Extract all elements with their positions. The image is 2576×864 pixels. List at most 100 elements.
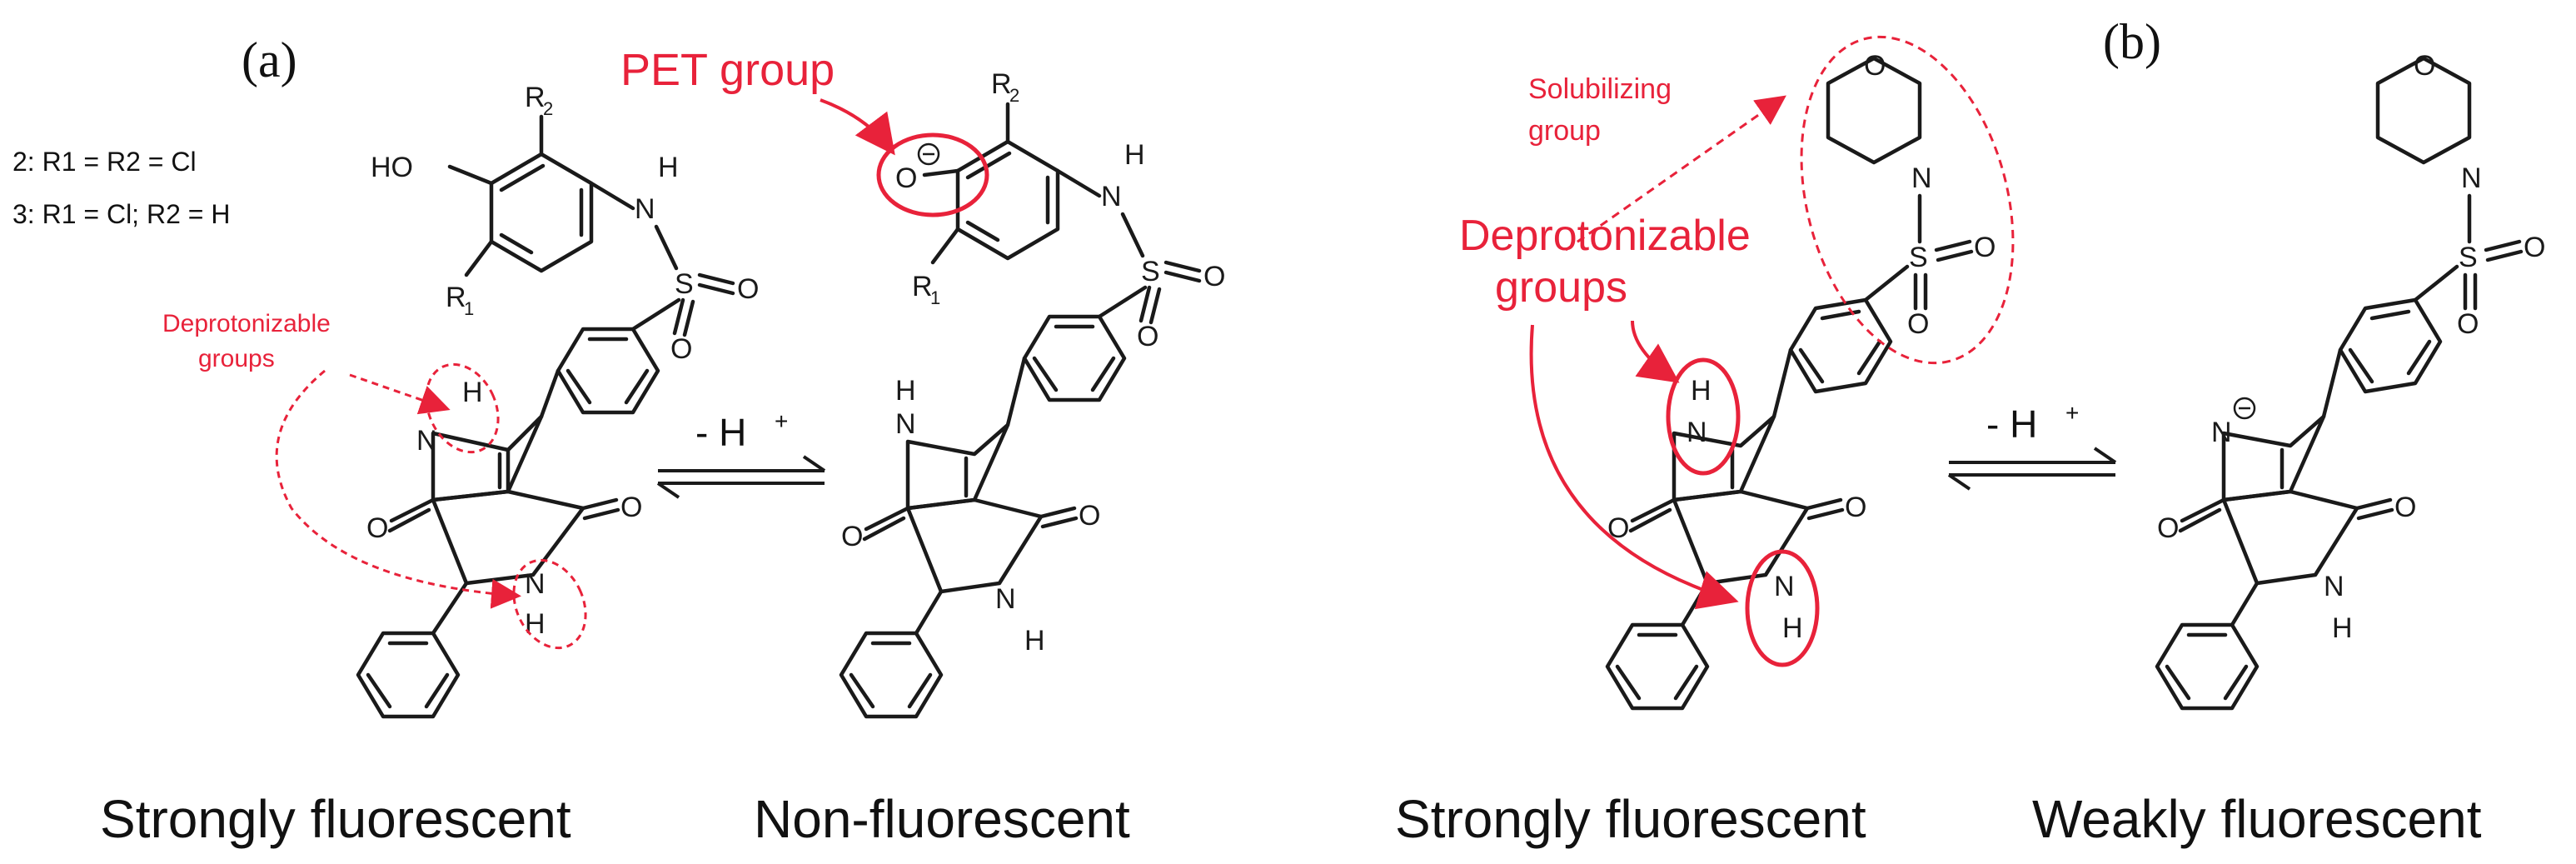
pet-arrow (820, 98, 895, 156)
solub-line2: group (1528, 115, 1601, 147)
so4-o1-label: O (2524, 232, 2545, 263)
morph-o-label: O (1864, 50, 1886, 82)
so3-o2-label: O (1907, 308, 1929, 340)
so2-o1-label: O (1203, 261, 1225, 292)
aryl-ring-2 (1022, 314, 1127, 402)
deprot-ellipse-2 (512, 558, 587, 650)
r2b-label: R (991, 68, 1012, 100)
deprot-b-line1: Deprotonizable (1459, 212, 1751, 260)
molecule-b-right: O N S O O O O N N (2155, 50, 2545, 711)
deprot-arrow-b2 (1529, 324, 1739, 610)
solub-arrow (1565, 95, 1786, 252)
morph-n-label: N (1911, 162, 1932, 194)
caption-b-right: Weakly fluorescent (2032, 789, 2482, 849)
dpp3-n1-label: N (1687, 417, 1707, 448)
co4-o2-label: O (2394, 492, 2416, 523)
dpp-n2-label: N (525, 568, 546, 600)
dpp-core-2 (862, 422, 1079, 636)
dpp-core-3 (1628, 414, 1845, 627)
r1-sub: 1 (464, 298, 474, 319)
dpp3-h1-label: H (1691, 375, 1712, 407)
ho-label: HO (371, 152, 413, 183)
r1b-sub: 1 (930, 287, 940, 308)
morpholine-ring (1826, 56, 1922, 165)
aryl-ring (556, 327, 660, 415)
deprot-arrow-short (349, 373, 451, 415)
deprot-circle-b2 (1745, 549, 1820, 667)
sulfur-label: S (675, 268, 694, 300)
eq-b-sup: + (2065, 400, 2079, 426)
dpp4-h2-label: H (2332, 612, 2353, 644)
so4-o2-label: O (2457, 308, 2479, 340)
panel-b-label: (b) (2103, 14, 2161, 69)
so3-o1-label: O (1974, 232, 1996, 263)
dpp-n1-label: N (416, 425, 437, 457)
eq-b-label: - H (1986, 402, 2037, 446)
co2-o2-label: O (1079, 500, 1100, 532)
dpp2-n1-label: N (895, 408, 916, 440)
dpp-h2-label: H (525, 608, 546, 640)
eq-a-sup: + (775, 408, 788, 434)
nh-h-label: H (658, 152, 679, 183)
so2-o2-label: O (1137, 321, 1158, 352)
aryl-ring-3 (1788, 297, 1893, 394)
solub-line1: Solubilizing (1528, 73, 1672, 105)
deprot-a-line1: Deprotonizable (162, 310, 331, 337)
sulfur3-label: S (1909, 242, 1928, 273)
r2-label: R (525, 82, 546, 113)
caption-a-left: Strongly fluorescent (100, 789, 571, 849)
dpp4-n1-label: N (2211, 417, 2232, 448)
r2-sub: 2 (543, 98, 553, 119)
sulfur2-label: S (1141, 256, 1160, 287)
nh-h2-label: H (1124, 139, 1145, 171)
solub-ellipse (1800, 35, 2015, 365)
dpp-core-4 (2178, 414, 2394, 627)
phenolate-o-label: O (895, 162, 917, 194)
phenyl-ring-4 (2155, 622, 2260, 711)
nh-n2-label: N (1101, 181, 1122, 212)
legend-line-1: 2: R1 = R2 = Cl (12, 147, 197, 177)
deprot-a-line2: groups (198, 345, 275, 372)
dpp3-h2-label: H (1782, 612, 1803, 644)
morph2-o-label: O (2414, 50, 2435, 82)
r1-label: R (446, 282, 466, 313)
dpp3-n2-label: N (1774, 571, 1795, 602)
molecule-a-right: O R 2 R 1 N H S O O (820, 68, 1225, 719)
co-o2-label: O (620, 492, 642, 523)
pet-group-label: PET group (620, 45, 835, 95)
phenyl-ring-2 (839, 631, 944, 719)
caption-a-right: Non-fluorescent (754, 789, 1130, 849)
co3-o1-label: O (1607, 512, 1629, 544)
pet-circle (876, 132, 989, 217)
so-o1-label: O (737, 273, 759, 305)
r1b-label: R (912, 271, 933, 302)
dpp2-h2-label: H (1024, 625, 1045, 657)
deprot-arrow-curve (275, 369, 521, 609)
eq-a-label: - H (695, 411, 746, 454)
phenyl-ring-3 (1605, 622, 1710, 711)
co4-o1-label: O (2157, 512, 2179, 544)
molecule-a-left: HO R 2 R 1 N H S O O (275, 82, 759, 719)
co-o1-label: O (366, 512, 388, 544)
deprot-circle-b1 (1666, 357, 1741, 476)
deprot-b-line2: groups (1495, 263, 1627, 312)
co2-o1-label: O (841, 521, 863, 552)
phenyl-ring (356, 631, 461, 719)
so-o2-label: O (670, 333, 692, 365)
panel-a-label: (a) (242, 32, 297, 87)
deprot-arrow-b1 (1631, 320, 1680, 383)
dpp2-n2-label: N (995, 583, 1016, 615)
phenol-ring (489, 152, 594, 273)
dpp4-n2-label: N (2324, 571, 2344, 602)
nh-n-label: N (635, 193, 655, 225)
sulfur4-label: S (2459, 242, 2478, 273)
caption-b-left: Strongly fluorescent (1395, 789, 1866, 849)
equilibrium-arrow-b (1947, 447, 2117, 491)
deprot-ellipse-1 (425, 362, 500, 454)
minus-charge-icon-b (2233, 397, 2256, 420)
aryl-ring-4 (2338, 297, 2443, 394)
minus-charge-icon (917, 142, 940, 166)
co3-o2-label: O (1845, 492, 1866, 523)
dpp-h1-label: H (462, 377, 483, 408)
